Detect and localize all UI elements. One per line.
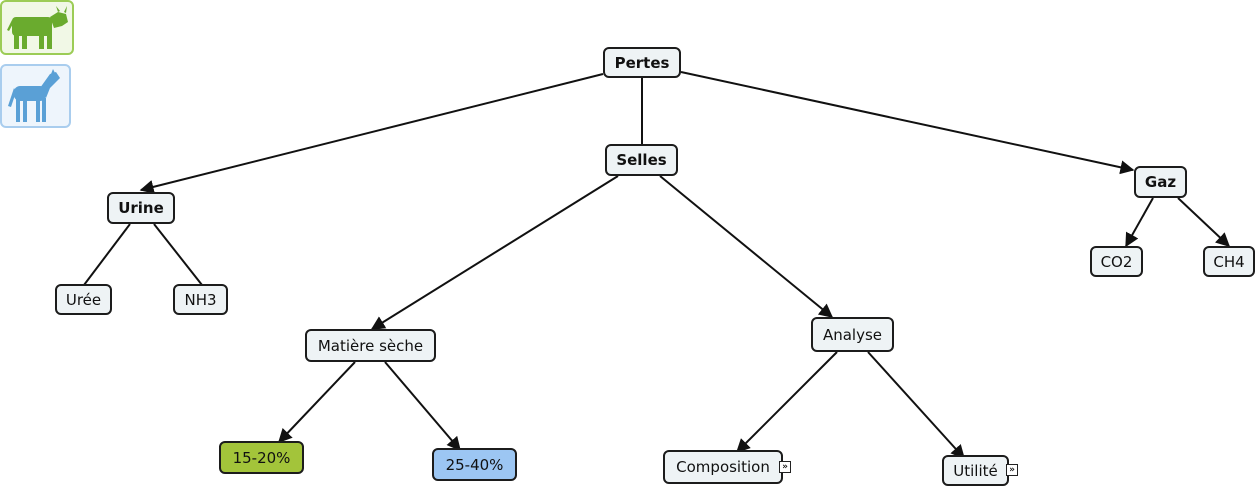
- node-range-cow[interactable]: 15-20%: [219, 441, 304, 474]
- utilite-link-icon[interactable]: »: [1006, 464, 1018, 476]
- horse-icon: [8, 69, 60, 122]
- node-composition[interactable]: Composition: [663, 450, 783, 484]
- edge-selles-analyse: [659, 175, 834, 318]
- edge-matiere-range-cow: [278, 361, 356, 444]
- node-range-horse[interactable]: 25-40%: [432, 448, 517, 481]
- cow-icon: [7, 6, 68, 49]
- node-gaz[interactable]: Gaz: [1134, 166, 1187, 198]
- edge-urine-nh3: [153, 223, 203, 286]
- edge-selles-matiere: [370, 175, 619, 330]
- edge-analyse-utilite: [867, 351, 965, 460]
- node-matiere-seche[interactable]: Matière sèche: [305, 329, 436, 362]
- edge-pertes-urine: [139, 73, 604, 194]
- node-urine[interactable]: Urine: [107, 192, 175, 224]
- node-analyse[interactable]: Analyse: [811, 317, 894, 352]
- node-utilite[interactable]: Utilité: [942, 455, 1009, 486]
- node-ch4[interactable]: CH4: [1203, 246, 1255, 277]
- edge-pertes-gaz: [680, 71, 1135, 175]
- edge-gaz-ch4: [1177, 197, 1231, 247]
- composition-link-icon[interactable]: »: [779, 461, 791, 473]
- node-selles[interactable]: Selles: [605, 144, 678, 176]
- node-pertes[interactable]: Pertes: [603, 47, 681, 78]
- cow-button[interactable]: [0, 0, 74, 55]
- horse-button[interactable]: [0, 64, 71, 128]
- node-uree[interactable]: Urée: [55, 284, 112, 315]
- edge-matiere-range-horse: [384, 361, 461, 452]
- edge-gaz-co2: [1125, 197, 1154, 248]
- edge-analyse-composition: [736, 351, 838, 453]
- node-co2[interactable]: CO2: [1090, 246, 1143, 277]
- node-nh3[interactable]: NH3: [173, 284, 228, 315]
- edge-urine-uree: [83, 223, 131, 286]
